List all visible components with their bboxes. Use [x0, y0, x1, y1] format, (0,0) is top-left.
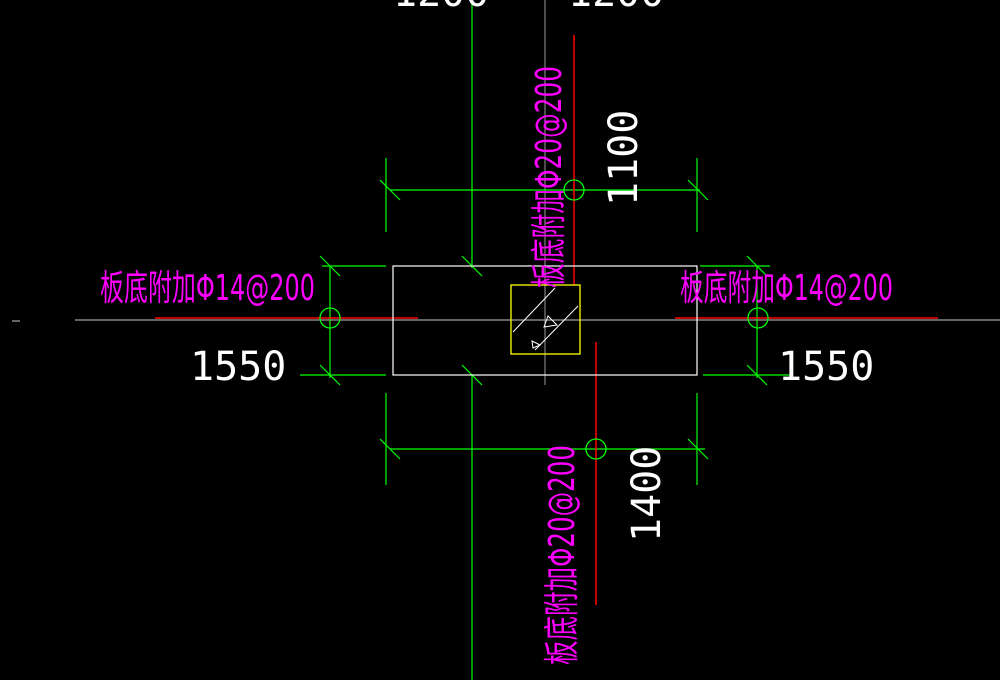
rebar-mark-circles — [319, 179, 769, 460]
cap-outline — [392, 265, 698, 376]
dim-top: 1100 — [601, 110, 647, 206]
rebar-note-top: 板底附加Φ20@200 — [529, 66, 570, 288]
rebar-note-right: 板底附加Φ14@200 — [680, 268, 893, 309]
rebar-lines — [155, 35, 938, 605]
dim-top-right: 1200 — [568, 0, 664, 16]
rebar-note-left: 板底附加Φ14@200 — [100, 268, 315, 309]
dim-top-left: 1200 — [393, 0, 489, 16]
dim-left: 1550 — [190, 344, 286, 390]
dim-right: 1550 — [778, 344, 874, 390]
dimension-lines — [300, 0, 790, 680]
column — [510, 284, 581, 355]
rebar-note-bottom: 板底附加Φ20@200 — [542, 445, 583, 665]
dim-bottom: 1400 — [624, 446, 670, 542]
